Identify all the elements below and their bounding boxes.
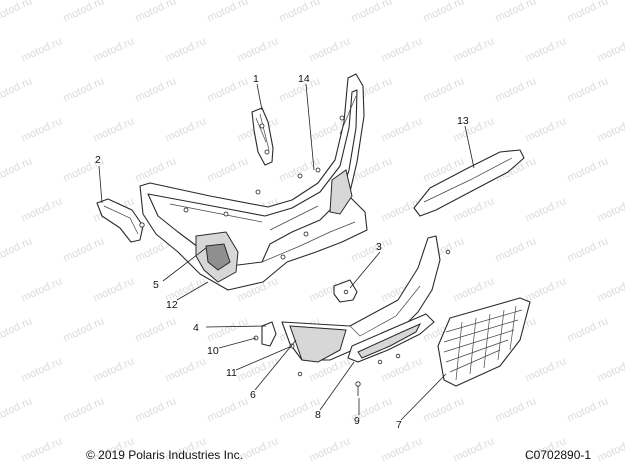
part-9-fastener — [355, 381, 361, 396]
callout-9: 9 — [354, 415, 360, 427]
part-1-bracket — [251, 107, 274, 166]
diagram-code: C0702890-1 — [525, 448, 592, 462]
callout-12: 12 — [166, 299, 178, 311]
callout-3: 3 — [376, 241, 382, 253]
callout-7: 7 — [396, 419, 402, 431]
callout-13: 13 — [457, 115, 469, 127]
part-5-front-frame — [139, 73, 368, 291]
part-8-skid-trim — [347, 313, 435, 363]
part-13-upper-trim — [413, 149, 525, 217]
part-4-brace — [261, 321, 277, 347]
callout-1: 1 — [253, 73, 259, 85]
part-3-mount-bracket — [333, 279, 358, 303]
part-2-side-bracket — [96, 198, 145, 243]
callout-14: 14 — [298, 73, 310, 85]
callout-6: 6 — [250, 389, 256, 401]
callout-10: 10 — [207, 345, 219, 357]
callout-4: 4 — [193, 322, 199, 334]
leader-lines — [98, 83, 475, 421]
copyright-text: © 2019 Polaris Industries Inc. — [86, 448, 243, 462]
callout-5: 5 — [153, 279, 159, 291]
callout-11: 11 — [226, 367, 237, 379]
part-7-grille — [437, 297, 531, 387]
callout-2: 2 — [95, 154, 101, 166]
callout-8: 8 — [315, 409, 321, 421]
